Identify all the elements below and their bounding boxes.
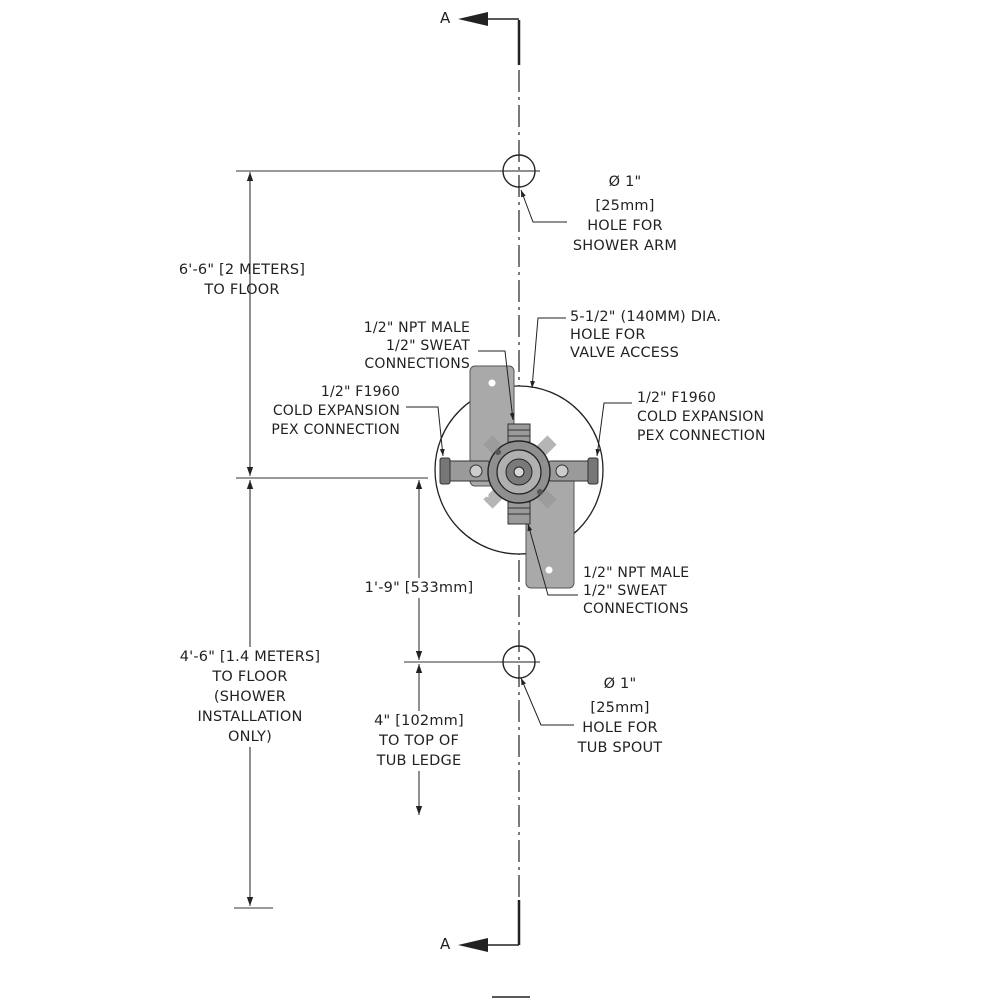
- npt-bottom-line2: 1/2" SWEAT: [583, 583, 668, 599]
- leader-pex-left: [406, 406, 445, 457]
- leader-npt-top: [478, 350, 515, 421]
- shower-arm-diameter: Ø 1": [608, 174, 642, 190]
- shower-arm-metric: [25mm]: [595, 198, 655, 214]
- shower-height-label: 6'-6" [2 METERS] TO FLOOR: [179, 260, 305, 300]
- section-label-top: A: [440, 9, 451, 27]
- pex-right-line1: 1/2" F1960: [637, 390, 717, 406]
- valve-access-line1: 5-1/2" (140MM) DIA.: [570, 309, 722, 325]
- spout-to-ledge-line1: 4" [102mm]: [374, 713, 464, 729]
- npt-bottom-line3: CONNECTIONS: [583, 601, 689, 617]
- tub-spout-hole-label: Ø 1" [25mm] HOLE FOR TUB SPOUT: [578, 674, 663, 758]
- pex-right-line2: COLD EXPANSION: [637, 409, 765, 425]
- hot-mark: H: [481, 489, 489, 500]
- npt-bottom-line1: 1/2" NPT MALE: [583, 565, 690, 581]
- leader-shower-arm: [520, 189, 567, 223]
- spout-to-ledge-label: 4" [102mm] TO TOP OF TUB LEDGE: [372, 711, 466, 771]
- shower-arm-hole-label: Ø 1" [25mm] HOLE FOR SHOWER ARM: [573, 172, 677, 256]
- pex-left-line1: 1/2" F1960: [320, 384, 400, 400]
- shower-height-line1: 6'-6" [2 METERS]: [178, 262, 306, 278]
- leader-valve-access: [530, 317, 566, 389]
- tub-spout-line1: HOLE FOR: [582, 720, 658, 736]
- shower-height-line2: TO FLOOR: [204, 282, 280, 298]
- shower-arm-line2: SHOWER ARM: [572, 238, 678, 254]
- shower-arm-line1: HOLE FOR: [587, 218, 663, 234]
- pex-left-line3: PEX CONNECTION: [271, 422, 400, 438]
- spout-to-ledge-line3: TUB LEDGE: [376, 753, 462, 769]
- valve-access-line2: HOLE FOR: [570, 327, 646, 343]
- npt-top-line3: CONNECTIONS: [364, 356, 470, 372]
- valve-to-spout-label: 1'-9" [533mm]: [362, 578, 476, 598]
- tub-height-line3: (SHOWER: [213, 689, 287, 705]
- pex-left-label: 1/2" F1960 COLD EXPANSION PEX CONNECTION: [271, 383, 400, 440]
- shower-arm-hole: [498, 154, 540, 188]
- pex-left-line2: COLD EXPANSION: [272, 403, 400, 419]
- valve-access-label: 5-1/2" (140MM) DIA. HOLE FOR VALVE ACCES…: [570, 308, 721, 362]
- leader-npt-bottom: [527, 523, 578, 596]
- npt-top-line1: 1/2" NPT MALE: [363, 320, 470, 336]
- tub-spout-hole: [498, 645, 540, 679]
- section-label-bottom: A: [440, 935, 451, 953]
- pex-right-line3: PEX CONNECTION: [637, 428, 766, 444]
- tub-height-line1: 4'-6" [1.4 METERS]: [179, 649, 321, 665]
- spout-to-ledge-line2: TO TOP OF: [378, 733, 460, 749]
- tub-height-label: 4'-6" [1.4 METERS] TO FLOOR (SHOWER INST…: [177, 647, 323, 747]
- cold-mark: C: [549, 450, 556, 461]
- tub-spout-line2: TUB SPOUT: [577, 740, 663, 756]
- section-marker-top: [458, 12, 521, 65]
- npt-top-label: 1/2" NPT MALE 1/2" SWEAT CONNECTIONS: [364, 319, 470, 373]
- tub-height-line4: INSTALLATION: [197, 709, 303, 725]
- leader-pex-right: [595, 402, 632, 457]
- pex-right-label: 1/2" F1960 COLD EXPANSION PEX CONNECTION: [637, 389, 766, 446]
- npt-bottom-label: 1/2" NPT MALE 1/2" SWEAT CONNECTIONS: [583, 564, 689, 618]
- tub-height-line5: ONLY): [228, 729, 272, 745]
- tub-height-line2: TO FLOOR: [212, 669, 288, 685]
- section-marker-bottom: [458, 900, 521, 952]
- valve-body: [439, 423, 599, 525]
- tub-spout-diameter: Ø 1": [603, 676, 637, 692]
- tub-spout-metric: [25mm]: [590, 700, 650, 716]
- npt-top-line2: 1/2" SWEAT: [385, 338, 470, 354]
- valve-access-line3: VALVE ACCESS: [570, 345, 679, 361]
- leader-tub-spout: [520, 677, 574, 726]
